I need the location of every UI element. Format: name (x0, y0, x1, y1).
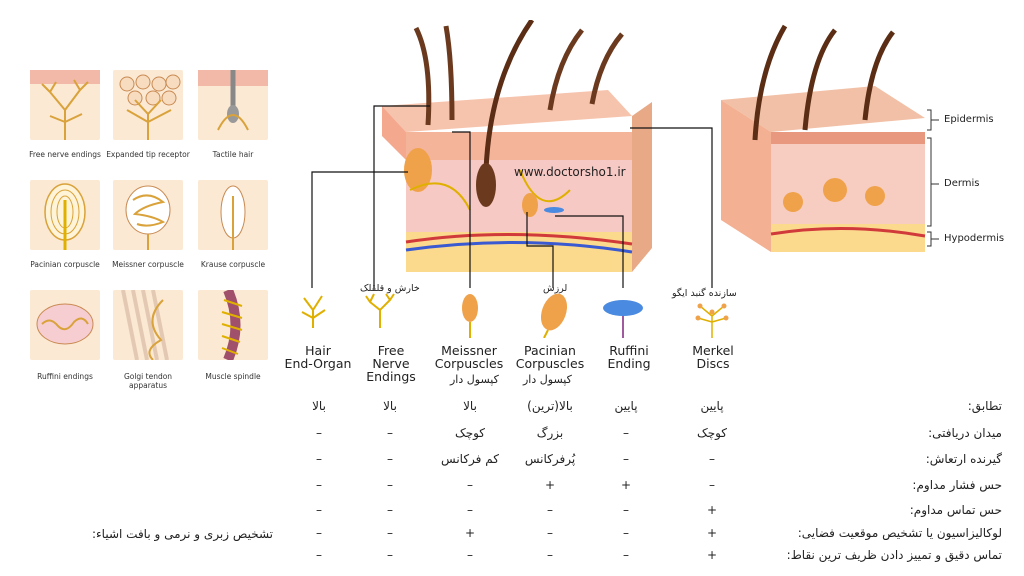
table-cell: – (709, 478, 715, 492)
table-cell: – (547, 503, 553, 517)
table-cell: – (623, 426, 629, 440)
table-cell: – (316, 526, 322, 540)
caption-3: Pacinian corpuscle (30, 260, 100, 269)
table-cell: + (706, 526, 718, 540)
table-cell: + (544, 478, 556, 492)
pacinian-image (30, 180, 100, 250)
hypodermis-label: Hypodermis (944, 233, 1005, 244)
table-cell: – (316, 548, 322, 562)
row-label-6: تماس دقیق و تمییز دادن ظریف ترین نقاط: (786, 548, 1002, 562)
free-nerve-ending-image (30, 70, 100, 140)
table-cell: بالا (383, 399, 397, 413)
table-cell: کم فرکانس (441, 452, 499, 466)
row-label-5: لوکالیزاسیون یا تشخیص موقعیت فضایی: (797, 526, 1002, 540)
table-cell: بالا (312, 399, 326, 413)
table-cell: پایین (700, 399, 724, 413)
meissner-note: کپسول دار (450, 373, 499, 386)
table-cell: کوچک (454, 426, 486, 440)
table-cell: – (547, 548, 553, 562)
table-cell: – (387, 526, 393, 540)
free-nerve-note: خارش و قلقلک (360, 283, 420, 294)
caption-5: Krause corpuscle (200, 260, 266, 269)
caption-0: Free nerve endings (29, 150, 101, 159)
table-cell: – (316, 452, 322, 466)
table-cell: – (623, 452, 629, 466)
table-cell: پایین (614, 399, 638, 413)
table-cell: – (316, 478, 322, 492)
table-cell: – (316, 426, 322, 440)
meissner-image (113, 180, 183, 250)
krause-image (198, 180, 268, 250)
caption-2: Tactile hair (212, 150, 254, 159)
table-cell: – (467, 503, 473, 517)
row-label-4: حس تماس مداوم: (909, 503, 1002, 517)
table-cell: – (387, 548, 393, 562)
texture-note: تشخیص زبری و نرمی و بافت اشیاء: (92, 527, 273, 541)
dermis-label: Dermis (944, 178, 980, 189)
table-cell: – (623, 503, 629, 517)
layer-brackets (927, 109, 939, 247)
free-nerve-endings-icon (365, 293, 395, 328)
table-cell: – (623, 526, 629, 540)
table-cell: – (387, 503, 393, 517)
table-cell: + (620, 478, 632, 492)
pacinian-corpuscle-icon (540, 293, 568, 338)
expanded-tip-image (113, 70, 183, 140)
table-cell: بالا(ترین) (527, 399, 573, 413)
table-cell: + (464, 526, 476, 540)
merkel-top-note: سازنده گنبد ایگو (672, 288, 737, 299)
table-cell: – (316, 503, 322, 517)
row-label-2: گیرنده ارتعاش: (925, 452, 1002, 466)
pacinian-top-note: لرزش (543, 283, 568, 294)
ruffini-image (30, 290, 100, 360)
merkel-discs-icon (695, 303, 729, 338)
caption-4: Meissner corpuscle (112, 260, 184, 269)
table-cell: – (387, 426, 393, 440)
watermark: www.doctorsho1.ir (514, 165, 626, 179)
table-cell: پُرفرکانس (524, 452, 576, 466)
row-label-3: حس فشار مداوم: (912, 478, 1002, 492)
skin-cross-section (382, 20, 652, 272)
table-cell: بزرگ (536, 426, 564, 440)
hair-end-organ-icon (301, 295, 326, 328)
tactile-hair-image (198, 70, 268, 140)
table-cell: بالا (463, 399, 477, 413)
pacinian-note: کپسول دار (523, 373, 572, 386)
table-cell: – (547, 526, 553, 540)
row-label-1: میدان دریافتی: (928, 426, 1002, 440)
row-label-0: تطابق: (967, 399, 1002, 413)
table-cell: – (623, 548, 629, 562)
table-cell: – (467, 548, 473, 562)
table-cell: + (706, 503, 718, 517)
caption-1: Expanded tip receptor (106, 150, 190, 159)
table-cell: – (387, 452, 393, 466)
golgi-image (113, 290, 183, 360)
table-cell: – (709, 452, 715, 466)
table-cell: – (387, 478, 393, 492)
skin-layers-diagram (721, 24, 926, 252)
meissner-corpuscle-icon (462, 294, 478, 338)
caption-7: Golgi tendon apparatus (123, 372, 173, 390)
epidermis-label: Epidermis (944, 114, 994, 125)
caption-8: Muscle spindle (205, 372, 261, 381)
muscle-spindle-image (198, 290, 268, 360)
table-cell: + (706, 548, 718, 562)
ruffini-ending-icon (603, 300, 643, 338)
table-cell: – (467, 478, 473, 492)
caption-6: Ruffini endings (37, 372, 93, 381)
table-cell: کوچک (696, 426, 728, 440)
